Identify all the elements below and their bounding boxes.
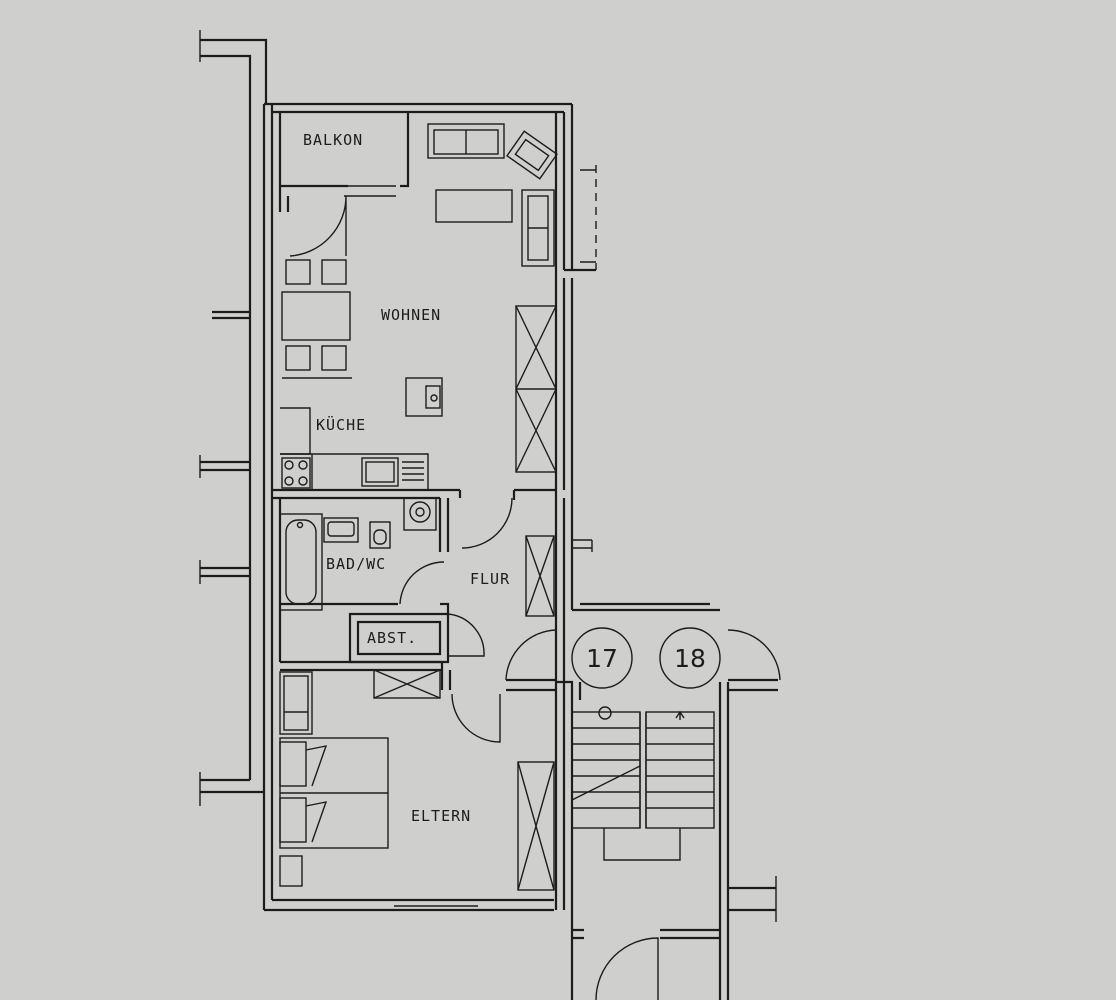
bathroom-fixtures bbox=[279, 497, 437, 611]
entrance-door bbox=[595, 937, 659, 1000]
staircase bbox=[571, 706, 715, 861]
eltern-door bbox=[451, 693, 501, 743]
side-sofa bbox=[521, 189, 555, 267]
room-label-wohnen: WOHNEN bbox=[381, 306, 441, 324]
stove bbox=[281, 457, 311, 489]
bathtub bbox=[279, 513, 323, 611]
furniture bbox=[279, 123, 558, 891]
exterior-walls bbox=[199, 30, 720, 912]
eltern-small-cabinet bbox=[373, 669, 441, 699]
balcony-door bbox=[289, 195, 347, 257]
dining-set bbox=[281, 259, 352, 379]
armchair bbox=[506, 130, 558, 180]
room-label-eltern: ELTERN bbox=[411, 807, 471, 825]
double-bed bbox=[279, 737, 389, 849]
doors bbox=[289, 195, 781, 1000]
fridge bbox=[405, 377, 443, 417]
apartment-18-circle bbox=[659, 627, 721, 689]
washbasin bbox=[323, 517, 359, 543]
apartment-17-label: 17 bbox=[586, 644, 618, 673]
nightstand bbox=[279, 855, 303, 887]
wohnen-cabinet bbox=[515, 305, 557, 473]
room-label-abst: ABST. bbox=[367, 629, 417, 647]
abst-door bbox=[447, 613, 485, 657]
wohnen-door bbox=[461, 497, 513, 549]
bath-door bbox=[399, 561, 445, 605]
eltern-wardrobe bbox=[517, 761, 555, 891]
toilet bbox=[369, 521, 391, 549]
room-label-bad: BAD/WC bbox=[326, 555, 386, 573]
sofa bbox=[427, 123, 505, 159]
room-label-kueche: KÜCHE bbox=[316, 415, 366, 434]
coffee-table bbox=[435, 189, 513, 223]
dresser bbox=[279, 671, 313, 735]
apartment-17-circle bbox=[571, 627, 633, 689]
apartment-17-door bbox=[505, 629, 557, 681]
washing-machine bbox=[403, 497, 437, 531]
room-label-flur: FLUR bbox=[470, 570, 510, 588]
sink bbox=[361, 457, 399, 487]
apartment-18-label: 18 bbox=[674, 644, 706, 673]
flur-wardrobe bbox=[525, 535, 555, 617]
kitchen-units bbox=[280, 377, 443, 490]
room-label-balkon: BALKON bbox=[303, 131, 363, 149]
apartment-18-door bbox=[727, 629, 781, 681]
